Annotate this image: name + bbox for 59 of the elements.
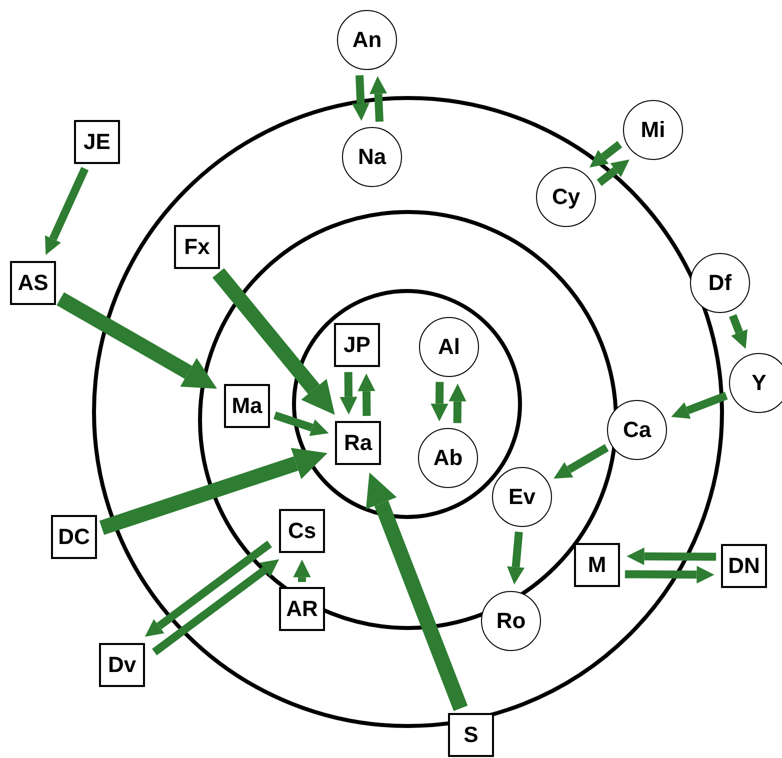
node-label: Fx [184,234,210,260]
node-label: Y [752,370,766,396]
arrow [370,76,388,122]
arrow [212,268,335,415]
circle-node [607,400,667,460]
node-label: DN [728,553,760,579]
node-label: S [464,722,478,748]
node-label: AS [18,270,48,296]
node-label: Ma [232,393,262,419]
box-node [335,421,381,465]
node-label: Ab [433,445,463,471]
box-node [279,509,325,553]
node-label: Ra [344,430,372,456]
node-label: Ca [622,417,652,443]
box-node [574,543,620,587]
circle-node [492,467,552,527]
arrow [293,560,311,582]
arrow [596,159,630,186]
arrow [729,314,748,349]
node-label: JP [344,332,370,358]
node-label: AR [286,596,318,622]
arrow [624,566,714,584]
box-node [51,515,97,559]
node-label: Al [438,334,460,360]
box-node [10,261,56,305]
node-label: Na [358,144,386,170]
box-node [174,225,220,269]
arrow [144,540,272,637]
arrow [554,444,609,479]
box-node [99,643,145,687]
node-label: Cs [288,518,316,544]
arrow [352,75,370,121]
arrow [507,532,525,585]
arrow [358,374,376,416]
box-node [224,384,270,428]
node-label: Ev [508,484,536,510]
arrow [430,382,448,422]
node-label: Ro [496,608,526,634]
box-node [334,323,380,367]
node-label: Mi [640,117,666,143]
box-node [448,713,494,757]
arrow [44,166,89,255]
box-node [74,120,120,164]
node-label: Cy [552,184,580,210]
arrow [590,141,622,168]
box-node [279,587,325,631]
box-node [721,544,767,588]
node-label: M [588,552,606,578]
node-label: An [352,27,382,53]
arrow [366,472,468,712]
arrow [56,292,218,389]
node-label: Dv [108,652,136,678]
node-label: Df [708,270,732,296]
arrow [448,384,466,424]
node-label: JE [84,129,110,155]
node-label: DC [58,524,90,550]
arrow [340,372,358,414]
arrow [671,392,728,419]
circle-node [729,353,782,413]
